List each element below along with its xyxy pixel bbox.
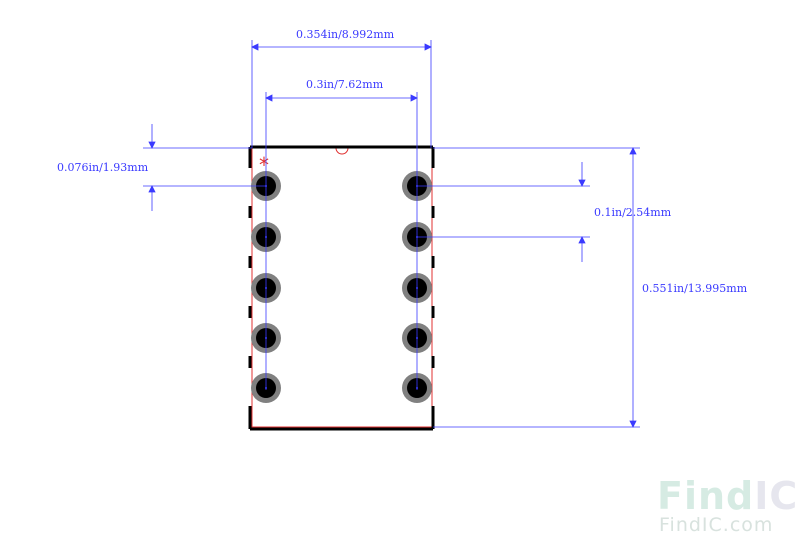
watermark-url: FindIC.com [659,514,774,536]
pin-pitch-label: 0.1in/2.54mm [594,206,672,219]
overall-width-label: 0.354in/8.992mm [296,28,395,41]
dimension-lines [143,40,640,428]
edge-to-pin-label: 0.076in/1.93mm [57,161,149,174]
logo-brand: Find [657,474,755,518]
pin1-marker: * [259,153,269,177]
body-outline [248,145,435,431]
findic-logo: FindIC [657,474,798,518]
pads [251,171,432,403]
logo-suffix: IC [754,474,799,518]
overall-length-label: 0.551in/13.995mm [642,282,748,295]
pin1-notch [335,147,349,155]
pin-span-label: 0.3in/7.62mm [306,78,384,91]
